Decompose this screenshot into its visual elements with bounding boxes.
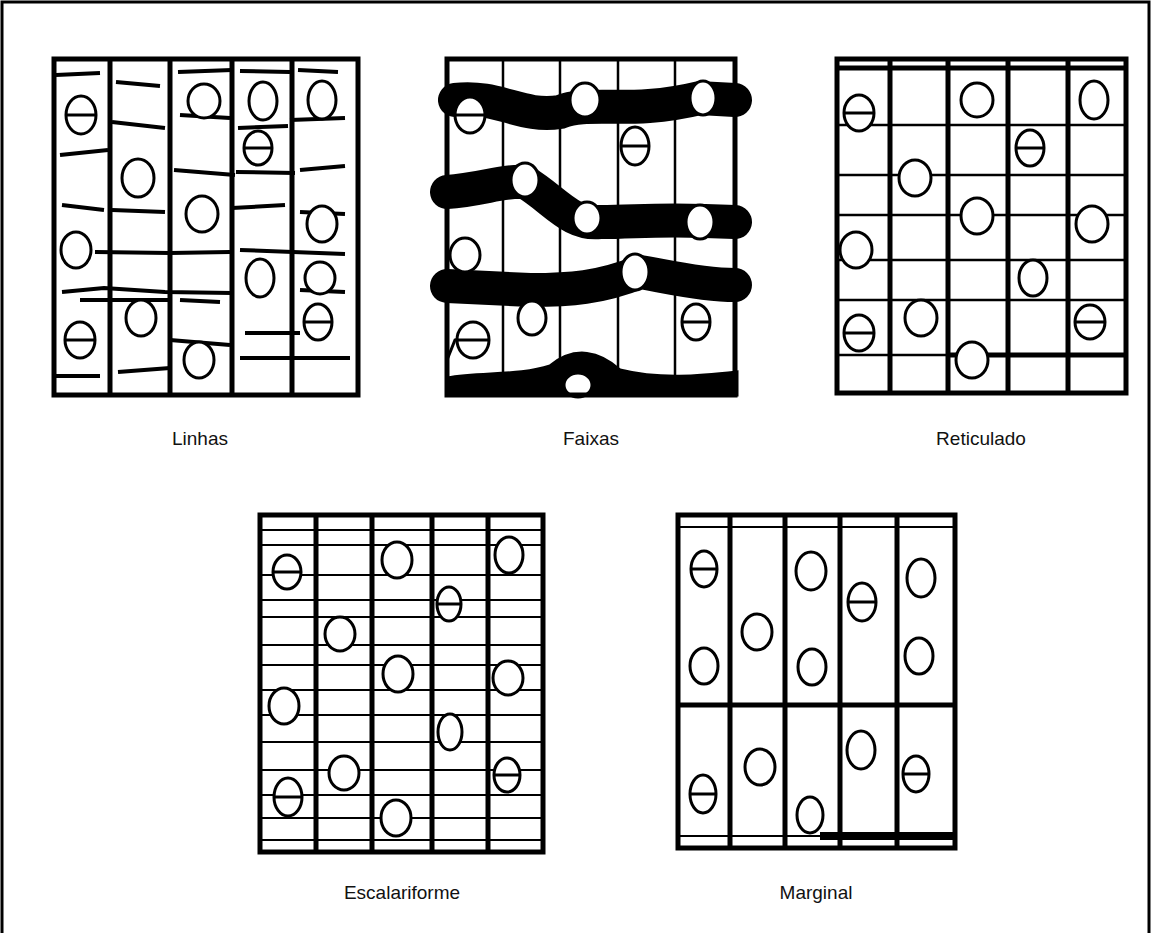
- pattern-label: Escalariforme: [344, 882, 460, 905]
- pattern-label: Linhas: [172, 428, 228, 451]
- bands-pattern-panel: [447, 59, 737, 397]
- marginal-pattern-panel: [678, 515, 955, 848]
- pattern-label: Reticulado: [936, 428, 1026, 451]
- reticulate-pattern-panel: [837, 59, 1126, 393]
- pattern-label: Marginal: [780, 882, 853, 905]
- scalariform-pattern-panel: [260, 515, 543, 852]
- pattern-label: Faixas: [563, 428, 619, 451]
- lines-pattern-panel: [54, 59, 358, 395]
